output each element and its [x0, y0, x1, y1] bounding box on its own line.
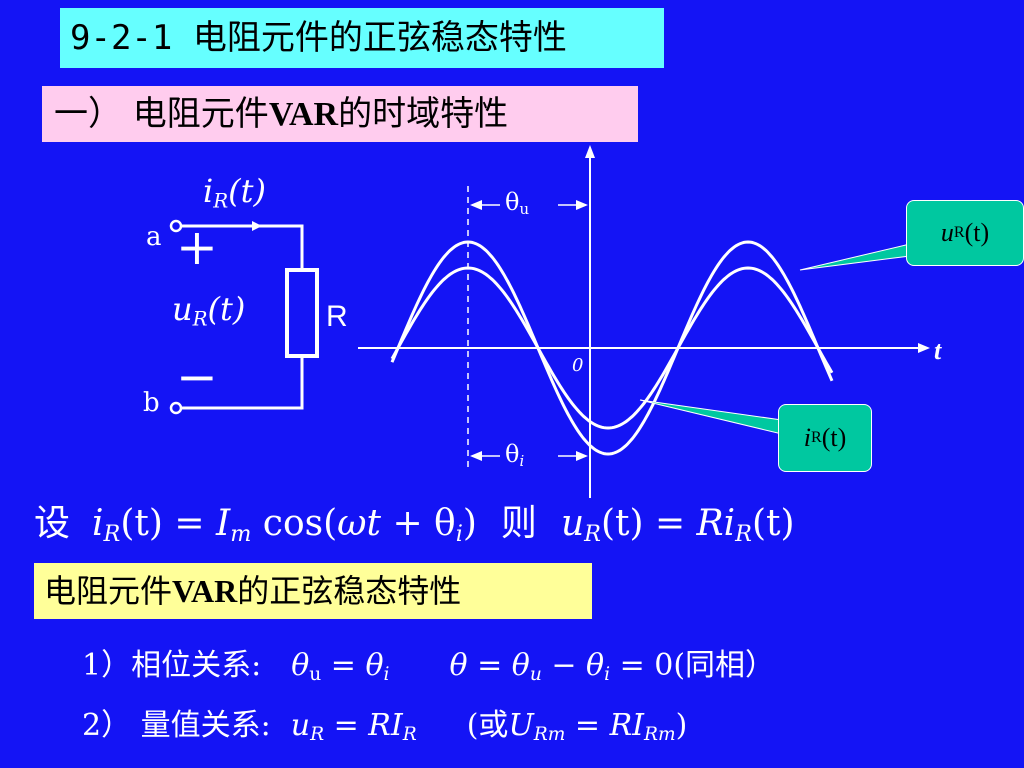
current-label: iR(t) — [203, 172, 266, 213]
plus-sign: + — [176, 218, 218, 276]
voltage-waveform — [390, 240, 834, 456]
theta-u-label: θu — [505, 188, 530, 219]
subtitle-prefix: 一） 电阻元件 — [54, 94, 269, 134]
vertical-axis-arrow — [585, 145, 595, 158]
t-axis-arrow — [918, 343, 930, 353]
t-axis-label: t — [934, 336, 942, 365]
callout-u-pointer — [799, 243, 911, 271]
var-heading: 电阻元件VAR的正弦稳态特性 — [34, 563, 592, 619]
section-subtitle: 一） 电阻元件VAR的时域特性 — [42, 86, 638, 142]
terminal-b-node — [169, 401, 183, 415]
voltage-label: uR(t) — [172, 290, 246, 331]
subtitle-suffix: 的时域特性 — [338, 94, 509, 134]
minus-sign: − — [176, 348, 218, 406]
terminal-a-node — [169, 219, 183, 233]
theta-i-label: θi — [505, 440, 525, 471]
magnitude-relation: 2） 量值关系:uR = RIR(或URm = RIRm) — [82, 708, 688, 746]
terminal-b-label: b — [143, 388, 160, 418]
current-waveform — [390, 266, 834, 430]
slide-title-text: 9-2-1 电阻元件的正弦稳态特性 — [70, 18, 567, 58]
slide-title: 9-2-1 电阻元件的正弦稳态特性 — [60, 8, 664, 68]
origin-label: 0 — [572, 355, 584, 376]
bottom-wire — [180, 356, 304, 410]
callout-i-pointer — [639, 399, 783, 435]
resistor-symbol — [285, 268, 319, 358]
resistor-label: R — [326, 300, 348, 333]
current-arrow-head — [252, 221, 262, 231]
subtitle-var: VAR — [268, 96, 339, 133]
terminal-a-label: a — [146, 222, 162, 252]
